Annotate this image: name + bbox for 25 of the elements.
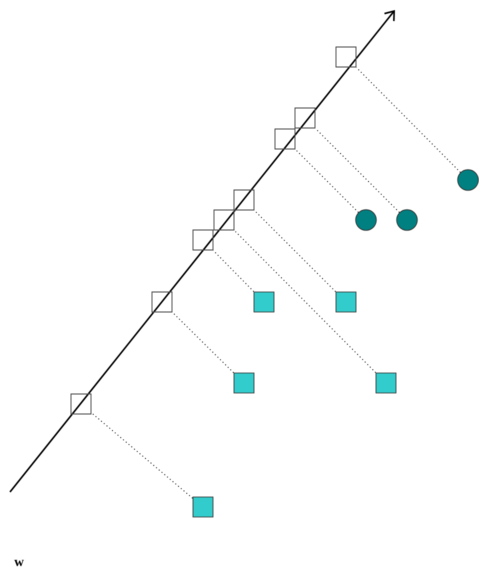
data-circle bbox=[457, 169, 479, 191]
projection-square bbox=[214, 210, 234, 230]
data-square bbox=[234, 372, 254, 394]
data-circle bbox=[396, 209, 418, 231]
data-circle bbox=[355, 209, 377, 231]
data-square bbox=[254, 292, 274, 312]
projection-line bbox=[212, 250, 254, 292]
projection-line bbox=[314, 128, 400, 213]
projection-square bbox=[234, 190, 254, 210]
projection-square bbox=[152, 292, 172, 312]
projection-line bbox=[172, 312, 234, 374]
projection-square bbox=[336, 46, 356, 68]
projection-line bbox=[356, 67, 461, 173]
data-square bbox=[376, 372, 396, 394]
projection-line bbox=[234, 230, 376, 374]
data-square bbox=[192, 496, 214, 518]
projection-line bbox=[91, 412, 194, 499]
projection-line bbox=[254, 210, 336, 292]
projection-square bbox=[294, 108, 316, 128]
data-square bbox=[336, 292, 356, 312]
projection-line bbox=[294, 149, 359, 213]
axis-label: w bbox=[14, 560, 24, 566]
projection-square bbox=[70, 394, 92, 414]
projection-square bbox=[192, 230, 214, 250]
projection-square bbox=[274, 128, 296, 150]
